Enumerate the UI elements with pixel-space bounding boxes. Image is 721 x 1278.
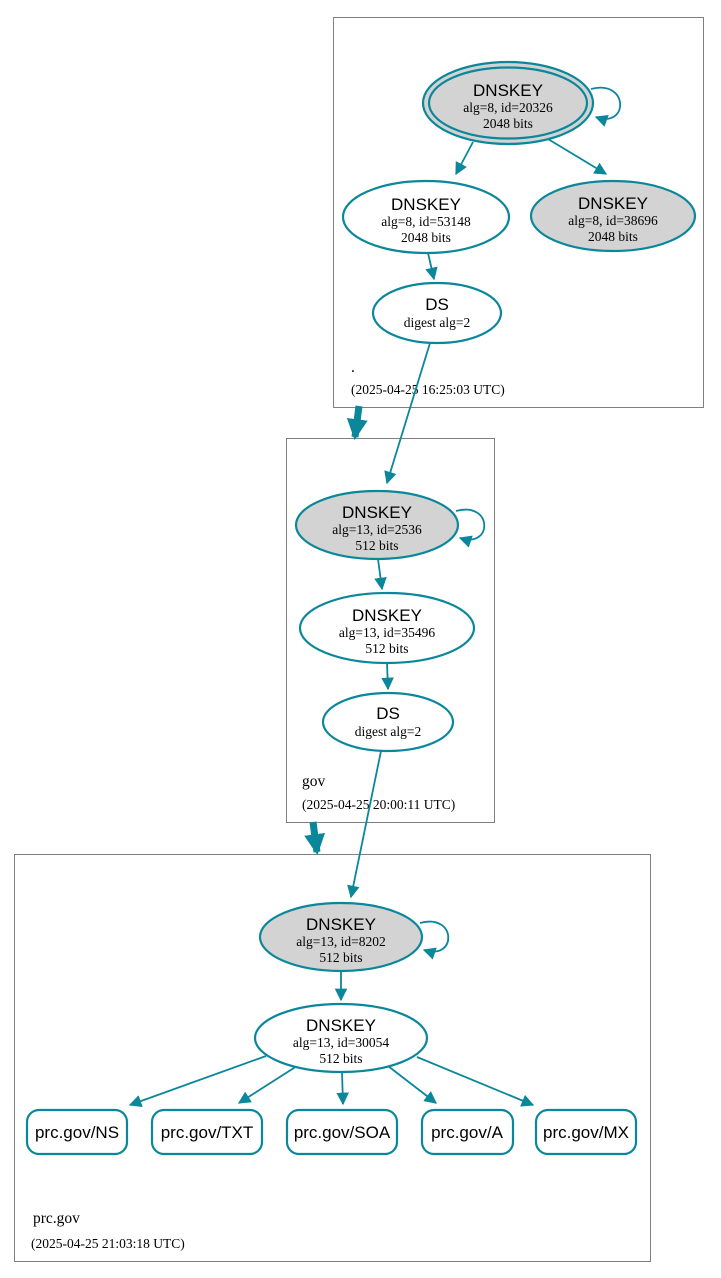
node-title: DNSKEY — [306, 1016, 376, 1035]
edge-gov-ds-to-prc-ksk — [347, 750, 382, 899]
dnskey-node-gov-ksk-2536[interactable]: DNSKEY alg=13, id=2536 512 bits — [294, 489, 460, 561]
node-alg: alg=8, id=53148 — [381, 214, 471, 229]
dnskey-node-prc-zsk-30054[interactable]: DNSKEY alg=13, id=30054 512 bits — [253, 1002, 429, 1074]
zone-timestamp-gov: (2025-04-25 20:00:11 UTC) — [302, 797, 455, 812]
node-title: DNSKEY — [391, 195, 461, 214]
node-alg: alg=8, id=38696 — [568, 213, 658, 228]
zone-timestamp-root: (2025-04-25 16:25:03 UTC) — [351, 382, 505, 397]
node-bits: 2048 bits — [401, 230, 451, 245]
node-alg: alg=13, id=35496 — [339, 625, 435, 640]
dnskey-ellipse[interactable] — [298, 591, 476, 665]
self-sign-loop-root-ksk — [590, 86, 622, 127]
rrset-box[interactable] — [420, 1108, 515, 1156]
rrset-node-prc-gov-a[interactable]: prc.gov/A — [420, 1108, 515, 1156]
delegation-arrow-root-to-gov — [346, 405, 368, 441]
node-alg: alg=13, id=30054 — [293, 1035, 389, 1050]
zone-label-root: . — [351, 359, 355, 376]
dnskey-ellipse[interactable] — [341, 179, 511, 255]
node-bits: 512 bits — [319, 950, 362, 965]
rrset-box[interactable] — [534, 1108, 638, 1156]
rrset-box[interactable] — [285, 1108, 399, 1156]
delegation-arrow-gov-to-prc — [304, 821, 326, 856]
zone-label-prc-gov: prc.gov — [33, 1210, 80, 1227]
dnskey-ksk-inner-ellipse — [427, 66, 589, 140]
edge-prc-zsk-to-mx — [416, 1056, 535, 1107]
dnskey-ellipse[interactable] — [294, 489, 460, 561]
dnskey-node-gov-zsk-35496[interactable]: DNSKEY alg=13, id=35496 512 bits — [298, 591, 476, 665]
edge-prc-zsk-to-a — [387, 1065, 437, 1104]
edge-prc-zsk-to-ns — [128, 1055, 267, 1108]
node-title: DNSKEY — [473, 81, 543, 100]
node-digest: digest alg=2 — [355, 724, 421, 739]
node-bits: 2048 bits — [483, 116, 533, 131]
dnskey-node-prc-ksk-8202[interactable]: DNSKEY alg=13, id=8202 512 bits — [258, 901, 424, 973]
dnskey-ellipse[interactable] — [253, 1002, 429, 1074]
node-title: DS — [376, 704, 400, 723]
node-title: DNSKEY — [352, 606, 422, 625]
self-sign-loop-gov-ksk — [455, 508, 486, 548]
edge-gov-ksk-to-zsk — [374, 558, 387, 591]
rrset-box[interactable] — [25, 1108, 129, 1156]
rrset-node-prc-gov-txt[interactable]: prc.gov/TXT — [150, 1108, 264, 1156]
rrset-label: prc.gov/SOA — [294, 1123, 391, 1142]
self-sign-loop-prc-ksk — [419, 920, 450, 960]
node-digest: digest alg=2 — [404, 315, 470, 330]
edge-root-zsk-to-ds — [425, 252, 438, 281]
edge-gov-zsk-to-ds — [381, 662, 394, 691]
zone-timestamp-prc-gov: (2025-04-25 21:03:18 UTC) — [31, 1236, 185, 1251]
node-bits: 512 bits — [365, 641, 408, 656]
dnskey-ellipse[interactable] — [258, 901, 424, 973]
ds-node-gov[interactable]: DS digest alg=2 — [321, 691, 455, 753]
dnskey-node-root-zsk-53148[interactable]: DNSKEY alg=8, id=53148 2048 bits — [341, 179, 511, 255]
edge-root-ksk-to-zsk — [455, 141, 474, 176]
dnskey-ellipse[interactable] — [529, 179, 697, 253]
node-bits: 512 bits — [319, 1051, 362, 1066]
node-title: DNSKEY — [306, 915, 376, 934]
ds-node-root[interactable]: DS digest alg=2 — [371, 281, 503, 345]
node-alg: alg=8, id=20326 — [463, 100, 553, 115]
rrset-label: prc.gov/MX — [543, 1123, 629, 1142]
edge-root-ds-to-gov-ksk — [384, 342, 431, 485]
rrset-box[interactable] — [150, 1108, 264, 1156]
node-bits: 512 bits — [355, 538, 398, 553]
node-alg: alg=13, id=8202 — [296, 934, 385, 949]
node-title: DS — [425, 295, 449, 314]
node-title: DNSKEY — [342, 503, 412, 522]
dnskey-node-root-ksk-20326[interactable]: DNSKEY alg=8, id=20326 2048 bits — [421, 60, 595, 146]
rrset-node-prc-gov-mx[interactable]: prc.gov/MX — [534, 1108, 638, 1156]
ds-ellipse[interactable] — [321, 691, 455, 753]
edge-prc-zsk-to-txt — [237, 1065, 298, 1104]
node-title: DNSKEY — [578, 194, 648, 213]
edge-root-ksk-to-key38696 — [547, 138, 608, 175]
edge-prc-zsk-to-soa — [336, 1071, 349, 1106]
rrset-node-prc-gov-ns[interactable]: prc.gov/NS — [25, 1108, 129, 1156]
rrset-node-prc-gov-soa[interactable]: prc.gov/SOA — [285, 1108, 399, 1156]
rrset-label: prc.gov/NS — [35, 1123, 119, 1142]
ds-ellipse[interactable] — [371, 281, 503, 345]
zone-label-gov: gov — [302, 773, 326, 790]
dnskey-node-root-38696[interactable]: DNSKEY alg=8, id=38696 2048 bits — [529, 179, 697, 253]
rrset-label: prc.gov/TXT — [161, 1123, 254, 1142]
rrset-label: prc.gov/A — [431, 1123, 503, 1142]
node-alg: alg=13, id=2536 — [332, 522, 422, 537]
node-bits: 2048 bits — [588, 229, 638, 244]
